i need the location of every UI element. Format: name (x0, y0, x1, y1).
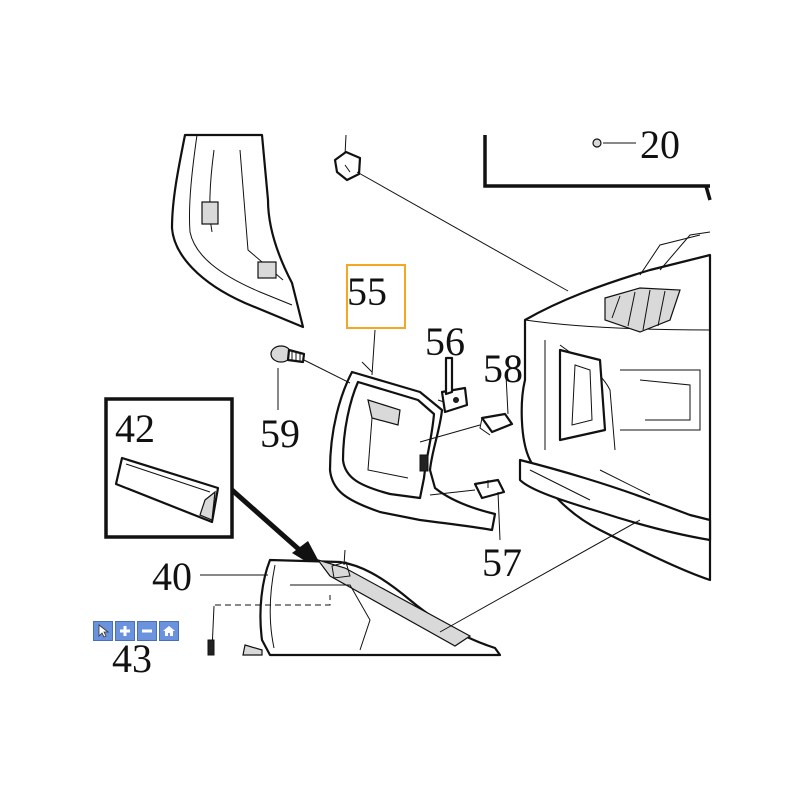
upper-trim-panel (170, 133, 305, 329)
callout-42[interactable]: 42 (115, 406, 155, 451)
part-40-panel (200, 519, 641, 657)
diagram-viewport[interactable]: 20 55 56 58 59 42 57 40 43 (90, 122, 712, 681)
callout-labels: 20 55 56 58 59 42 57 40 43 (112, 122, 680, 681)
callout-57[interactable]: 57 (482, 540, 522, 585)
screw-59 (270, 345, 351, 410)
pointer-tool-button[interactable] (93, 621, 113, 641)
viewer-toolbar (93, 621, 179, 641)
inset-box-top-right (483, 135, 712, 201)
callout-20[interactable]: 20 (640, 122, 680, 167)
home-button[interactable] (159, 621, 179, 641)
callout-56[interactable]: 56 (425, 319, 465, 364)
callout-58[interactable]: 58 (483, 346, 523, 391)
callout-55[interactable]: 55 (347, 269, 387, 314)
part-58-clip (419, 374, 514, 443)
part-56-bracket (437, 356, 469, 414)
vehicle-rear-body (518, 231, 712, 582)
part-55-bracket (328, 361, 497, 532)
callout-43[interactable]: 43 (112, 636, 152, 681)
zoom-in-button[interactable] (115, 621, 135, 641)
minus-icon (141, 625, 153, 637)
inset-box-42 (104, 397, 234, 539)
cursor-icon (97, 624, 110, 638)
callout-40[interactable]: 40 (152, 554, 192, 599)
exploded-parts-diagram: 20 55 56 58 59 42 57 40 43 (104, 122, 712, 681)
callout-55-highlight[interactable] (346, 264, 406, 329)
part-57-clip (429, 478, 506, 541)
clip-part (333, 134, 569, 292)
home-icon (162, 625, 176, 637)
zoom-out-button[interactable] (137, 621, 157, 641)
callout-59[interactable]: 59 (260, 411, 300, 456)
plus-icon (119, 625, 131, 637)
